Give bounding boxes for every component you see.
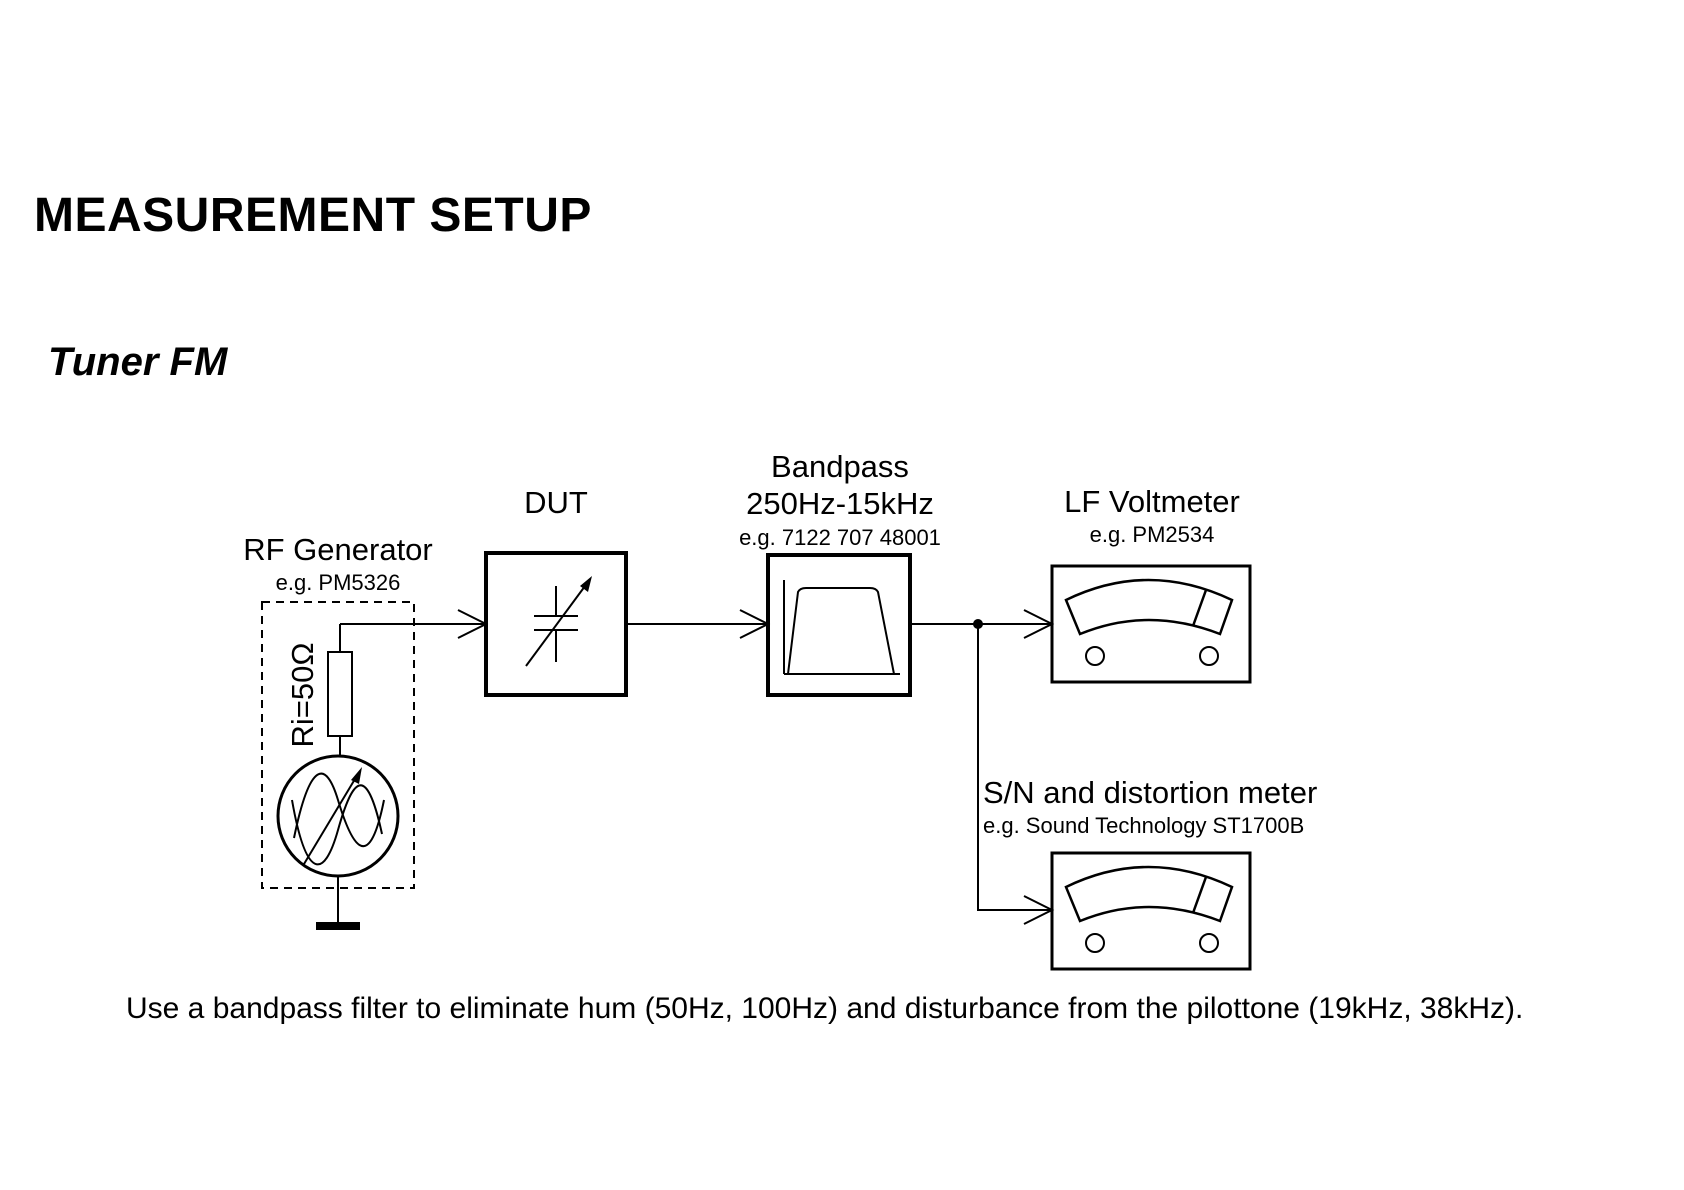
sine-wave-icon	[291, 784, 383, 866]
resistor-symbol	[327, 651, 353, 737]
dut-block: DUT	[484, 485, 628, 697]
bandpass-label: Bandpass	[771, 449, 909, 484]
wire-junction-to-sn-meter	[977, 624, 1052, 911]
filter-response-icon	[787, 587, 895, 675]
meter-scale-icon	[1064, 865, 1234, 923]
sn-meter-example: e.g. Sound Technology ST1700B	[983, 813, 1304, 838]
lf-voltmeter-example: e.g. PM2534	[1090, 522, 1215, 547]
dut-label: DUT	[524, 485, 588, 520]
sn-meter-box	[1050, 851, 1252, 971]
sine-wave-icon	[293, 772, 385, 847]
knob-icon	[1199, 646, 1219, 666]
bandpass-note: Use a bandpass filter to eliminate hum (…	[126, 992, 1524, 1025]
section-title: Tuner FM	[48, 340, 228, 384]
knob-icon	[1085, 646, 1105, 666]
rf-generator-example: e.g. PM5326	[276, 570, 401, 595]
tuning-arrow-icon	[303, 773, 359, 865]
lf-voltmeter-label: LF Voltmeter	[1064, 484, 1240, 519]
lf-voltmeter-box	[1050, 564, 1252, 684]
bandpass-range: 250Hz-15kHz	[746, 486, 934, 521]
sn-distortion-meter: S/N and distortion meter e.g. Sound Tech…	[983, 775, 1317, 971]
bandpass-block: Bandpass 250Hz-15kHz e.g. 7122 707 48001	[739, 449, 941, 697]
meter-scale-icon	[1064, 578, 1234, 636]
sn-meter-label: S/N and distortion meter	[983, 775, 1317, 810]
lf-voltmeter: LF Voltmeter e.g. PM2534	[1050, 484, 1252, 684]
knob-icon	[1199, 933, 1219, 953]
resistor-label: Ri=50Ω	[285, 642, 320, 747]
bandpass-example: e.g. 7122 707 48001	[739, 525, 941, 550]
rf-generator-enclosure	[261, 601, 415, 889]
knob-icon	[1085, 933, 1105, 953]
rf-generator-label: RF Generator	[243, 532, 433, 567]
rf-generator: RF Generator e.g. PM5326 Ri=50Ω	[243, 532, 433, 930]
page-title: MEASUREMENT SETUP	[34, 189, 592, 242]
